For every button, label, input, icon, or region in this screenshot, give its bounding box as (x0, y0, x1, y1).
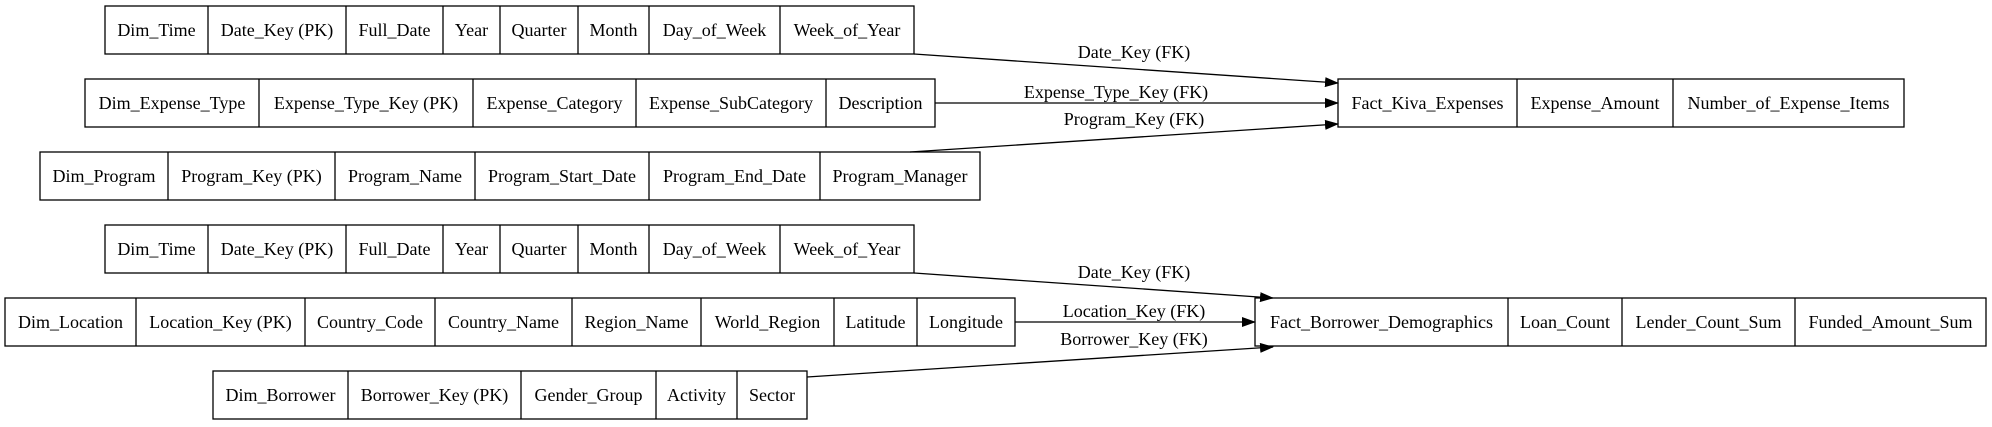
field-year: Year (455, 239, 488, 259)
field-region-name: Region_Name (585, 312, 689, 332)
table-name-fact-borrower-demographics: Fact_Borrower_Demographics (1270, 312, 1493, 332)
edge-label-program-key-fk: Program_Key (FK) (1064, 109, 1204, 130)
field-program-key-pk: Program_Key (PK) (181, 166, 321, 187)
field-lender-count-sum: Lender_Count_Sum (1636, 312, 1782, 332)
field-quarter: Quarter (512, 20, 567, 40)
field-full-date: Full_Date (359, 20, 431, 40)
field-full-date: Full_Date (359, 239, 431, 259)
field-activity: Activity (667, 385, 726, 405)
field-expense-category: Expense_Category (487, 93, 623, 113)
field-date-key-pk: Date_Key (PK) (221, 239, 333, 260)
edge-borrower-key-fk (806, 342, 1274, 378)
table-name-dim-location: Dim_Location (18, 312, 123, 332)
table-border (1337, 78, 1905, 128)
table-border (212, 370, 808, 420)
field-date-key-pk: Date_Key (PK) (221, 20, 333, 41)
field-description: Description (839, 93, 923, 113)
field-program-name: Program_Name (348, 166, 462, 186)
table-fact-kiva-expenses: Fact_Kiva_Expenses Expense_Amount Number_o… (1337, 78, 1905, 128)
field-month: Month (589, 239, 637, 259)
field-country-code: Country_Code (317, 312, 423, 332)
edge-label-borrower-key-fk: Borrower_Key (FK) (1060, 329, 1207, 350)
field-quarter: Quarter (512, 239, 567, 259)
field-longitude: Longitude (929, 312, 1003, 332)
field-sector: Sector (749, 385, 795, 405)
table-dim-time: Dim_Time Date_Key (PK) Full_Date Year Quarte… (104, 224, 915, 274)
table-name-dim-expense-type: Dim_Expense_Type (99, 93, 246, 113)
field-month: Month (589, 20, 637, 40)
table-dim-borrower: Dim_Borrower Borrower_Key (PK) Gender_Grou… (212, 370, 808, 420)
table-border (104, 224, 915, 274)
table-dim-expense-type: Dim_Expense_Type Expense_Type_Key (PK) Exp… (84, 78, 936, 128)
relationship-edges: Date_Key (FK) Expense_Type_Key (FK) Progra… (806, 42, 1339, 378)
field-number-of-expense-items: Number_of_Expense_Items (1688, 93, 1890, 113)
edge-label-expense-type-key-fk: Expense_Type_Key (FK) (1024, 82, 1208, 103)
field-latitude: Latitude (846, 312, 906, 332)
table-dim-location: Dim_Location Location_Key (PK) Country_Cod… (4, 297, 1016, 347)
edge-program-key-fk (909, 119, 1339, 153)
field-expense-subcategory: Expense_SubCategory (649, 93, 813, 113)
table-dim-program: Dim_Program Program_Key (PK) Program_Name P… (39, 151, 981, 201)
edge-date-key-fk (913, 53, 1339, 88)
field-gender-group: Gender_Group (535, 385, 643, 405)
field-location-key-pk: Location_Key (PK) (149, 312, 291, 333)
table-border (4, 297, 1016, 347)
field-loan-count: Loan_Count (1520, 312, 1610, 332)
field-funded-amount-sum: Funded_Amount_Sum (1808, 312, 1972, 332)
field-program-start-date: Program_Start_Date (488, 166, 636, 186)
field-borrower-key-pk: Borrower_Key (PK) (361, 385, 508, 406)
table-name-dim-borrower: Dim_Borrower (226, 385, 336, 405)
field-program-manager: Program_Manager (833, 166, 968, 186)
table-border (39, 151, 981, 201)
edge-label-date-key-fk: Date_Key (FK) (1078, 42, 1190, 63)
table-name-dim-time: Dim_Time (117, 20, 195, 40)
field-day-of-week: Day_of_Week (663, 239, 767, 259)
table-border (1254, 297, 1987, 347)
field-program-end-date: Program_End_Date (663, 166, 806, 186)
table-dim-time: Dim_Time Date_Key (PK) Full_Date Year Quarte… (104, 5, 915, 55)
field-week-of-year: Week_of_Year (794, 20, 901, 40)
field-expense-amount: Expense_Amount (1531, 93, 1660, 113)
table-name-fact-kiva-expenses: Fact_Kiva_Expenses (1352, 93, 1504, 113)
field-day-of-week: Day_of_Week (663, 20, 767, 40)
table-border (104, 5, 915, 55)
field-year: Year (455, 20, 488, 40)
edge-label-date-key-fk: Date_Key (FK) (1078, 262, 1190, 283)
table-nodes: Fact_Kiva_Expenses Expense_Amount Number_o… (4, 5, 1987, 420)
field-expense-type-key-pk: Expense_Type_Key (PK) (274, 93, 458, 114)
field-world-region: World_Region (715, 312, 821, 332)
field-week-of-year: Week_of_Year (794, 239, 901, 259)
edge-label-location-key-fk: Location_Key (FK) (1063, 301, 1205, 322)
table-fact-borrower-demographics: Fact_Borrower_Demographics Loan_Count Lend… (1254, 297, 1987, 347)
edge-date-key-fk (913, 272, 1274, 303)
field-country-name: Country_Name (448, 312, 559, 332)
table-name-dim-program: Dim_Program (53, 166, 156, 186)
table-border (84, 78, 936, 128)
table-name-dim-time: Dim_Time (117, 239, 195, 259)
